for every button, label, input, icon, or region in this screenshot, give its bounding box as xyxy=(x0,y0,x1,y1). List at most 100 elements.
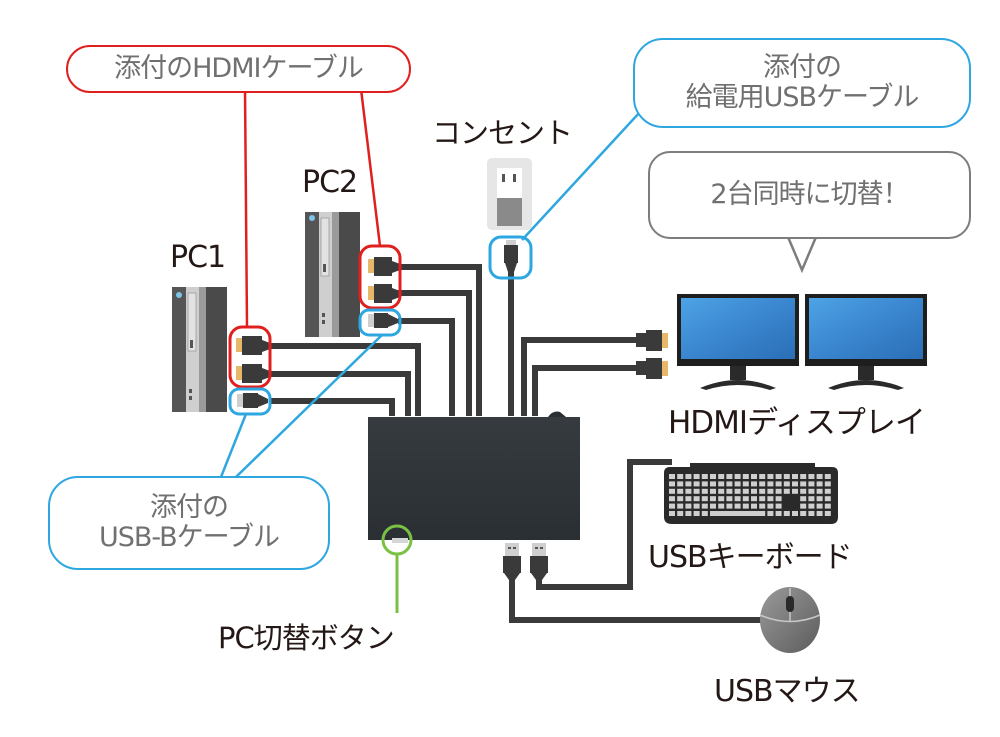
keyboard-key xyxy=(693,496,700,502)
keyboard-key xyxy=(808,488,815,494)
monitor-2 xyxy=(805,294,927,390)
keyboard-key xyxy=(824,488,831,494)
keyboard-key xyxy=(824,503,831,509)
cable-keyboard xyxy=(536,459,672,590)
keyboard-key xyxy=(759,503,766,509)
keyboard-key xyxy=(726,496,733,502)
keyboard-key xyxy=(718,474,725,479)
keyboard-key xyxy=(824,511,831,516)
power-usb-highlight xyxy=(488,235,533,280)
keyboard xyxy=(664,463,838,524)
cable-display1 xyxy=(521,337,640,416)
cable-pc1-hdmi1 xyxy=(270,343,421,416)
cable-pc1-hdmi2 xyxy=(270,371,411,416)
keyboard-key xyxy=(669,496,675,502)
keyboard-key xyxy=(751,488,757,494)
keyboard-key xyxy=(701,511,708,516)
keyboard-key xyxy=(800,503,807,509)
keyboard-key xyxy=(808,474,815,479)
keyboard-key xyxy=(693,474,700,479)
keyboard-key xyxy=(816,481,823,487)
keyboard-key xyxy=(816,511,823,516)
keyboard-key xyxy=(751,503,757,509)
keyboard-key xyxy=(701,503,708,509)
keyboard-key xyxy=(710,481,716,487)
usb-b-cable-callout-line1: 添付の xyxy=(150,491,229,523)
keyboard-key xyxy=(718,488,725,494)
keyboard-key xyxy=(767,481,774,487)
keyboard-key xyxy=(824,474,831,479)
keyboard-key xyxy=(718,503,725,509)
keyboard-key xyxy=(677,481,684,487)
pc-switch-button-label: PC切替ボタン xyxy=(218,621,395,655)
keyboard-key xyxy=(710,503,716,509)
keyboard-key xyxy=(792,481,798,487)
keyboard-key xyxy=(808,481,815,487)
keyboard-key xyxy=(734,488,741,494)
keyboard-key xyxy=(726,488,733,494)
hdmi-cable-callout: 添付のHDMIケーブル xyxy=(66,45,411,93)
keyboard-key xyxy=(742,474,749,479)
cables xyxy=(270,264,770,623)
power-indicator-icon xyxy=(176,292,182,298)
kvm-switch xyxy=(368,411,580,543)
keyboard-key xyxy=(767,496,774,502)
hdmi-cable-callout-text: 添付のHDMIケーブル xyxy=(114,52,364,84)
keyboard-key xyxy=(816,474,823,479)
keyboard-key xyxy=(808,503,815,509)
keyboard-key xyxy=(669,511,675,516)
keyboard-key xyxy=(693,481,700,487)
keyboard-key xyxy=(751,496,757,502)
keyboard-key xyxy=(751,481,757,487)
keyboard-key xyxy=(824,496,831,502)
cable-pc2-hdmi1 xyxy=(398,264,482,416)
keyboard-key xyxy=(783,481,790,487)
pc1-connectors xyxy=(236,336,270,408)
outlet-adapter xyxy=(487,158,532,230)
keyboard-key xyxy=(800,496,807,502)
dual-switch-callout: 2台同時に切替！ xyxy=(648,151,971,239)
cable-display2 xyxy=(532,365,640,416)
keyboard-key xyxy=(677,496,684,502)
keyboard-key xyxy=(800,488,807,494)
keyboard-key xyxy=(759,474,766,479)
power-usb-cable-callout-line2: 給電用USBケーブル xyxy=(685,82,920,113)
keyboard-key xyxy=(677,511,684,516)
dual-switch-callout-text: 2台同時に切替！ xyxy=(710,178,909,210)
keyboard-key xyxy=(800,511,807,516)
keyboard-key xyxy=(742,496,749,502)
pc1-label: PC1 xyxy=(170,240,226,275)
keyboard-key xyxy=(759,496,766,502)
keyboard-key xyxy=(677,488,684,494)
keyboard-key xyxy=(677,503,684,509)
cable-mouse xyxy=(509,580,770,623)
keyboard-key xyxy=(685,496,692,502)
pc2-connectors xyxy=(368,257,400,328)
keyboard-key xyxy=(718,496,725,502)
keyboard-key xyxy=(710,488,716,494)
keyboard-key xyxy=(726,474,733,479)
keyboard-key xyxy=(824,481,831,487)
pc2-label: PC2 xyxy=(302,165,358,200)
cable-pc2-hdmi2 xyxy=(398,290,472,416)
keyboard-key xyxy=(710,496,716,502)
keyboard-key xyxy=(775,503,782,509)
keyboard-key xyxy=(792,511,798,516)
usb-keyboard-label: USBキーボード xyxy=(648,540,853,575)
keyboard-key xyxy=(734,496,741,502)
cable-pc2-usb xyxy=(398,318,455,416)
keyboard-key xyxy=(775,496,782,502)
keyboard-key xyxy=(669,481,675,487)
power-usb-cable-callout: 添付の 給電用USBケーブル xyxy=(633,38,971,128)
keyboard-key xyxy=(792,474,798,479)
cable-pc1-usb xyxy=(270,398,395,416)
outlet-label: コンセント xyxy=(432,116,573,150)
keyboard-key xyxy=(792,488,798,494)
keyboard-key xyxy=(718,481,725,487)
keyboard-key xyxy=(775,474,782,479)
keyboard-key xyxy=(685,488,692,494)
usb-a-plugs xyxy=(503,543,548,580)
keyboard-key xyxy=(767,503,774,509)
keyboard-key xyxy=(783,474,790,479)
